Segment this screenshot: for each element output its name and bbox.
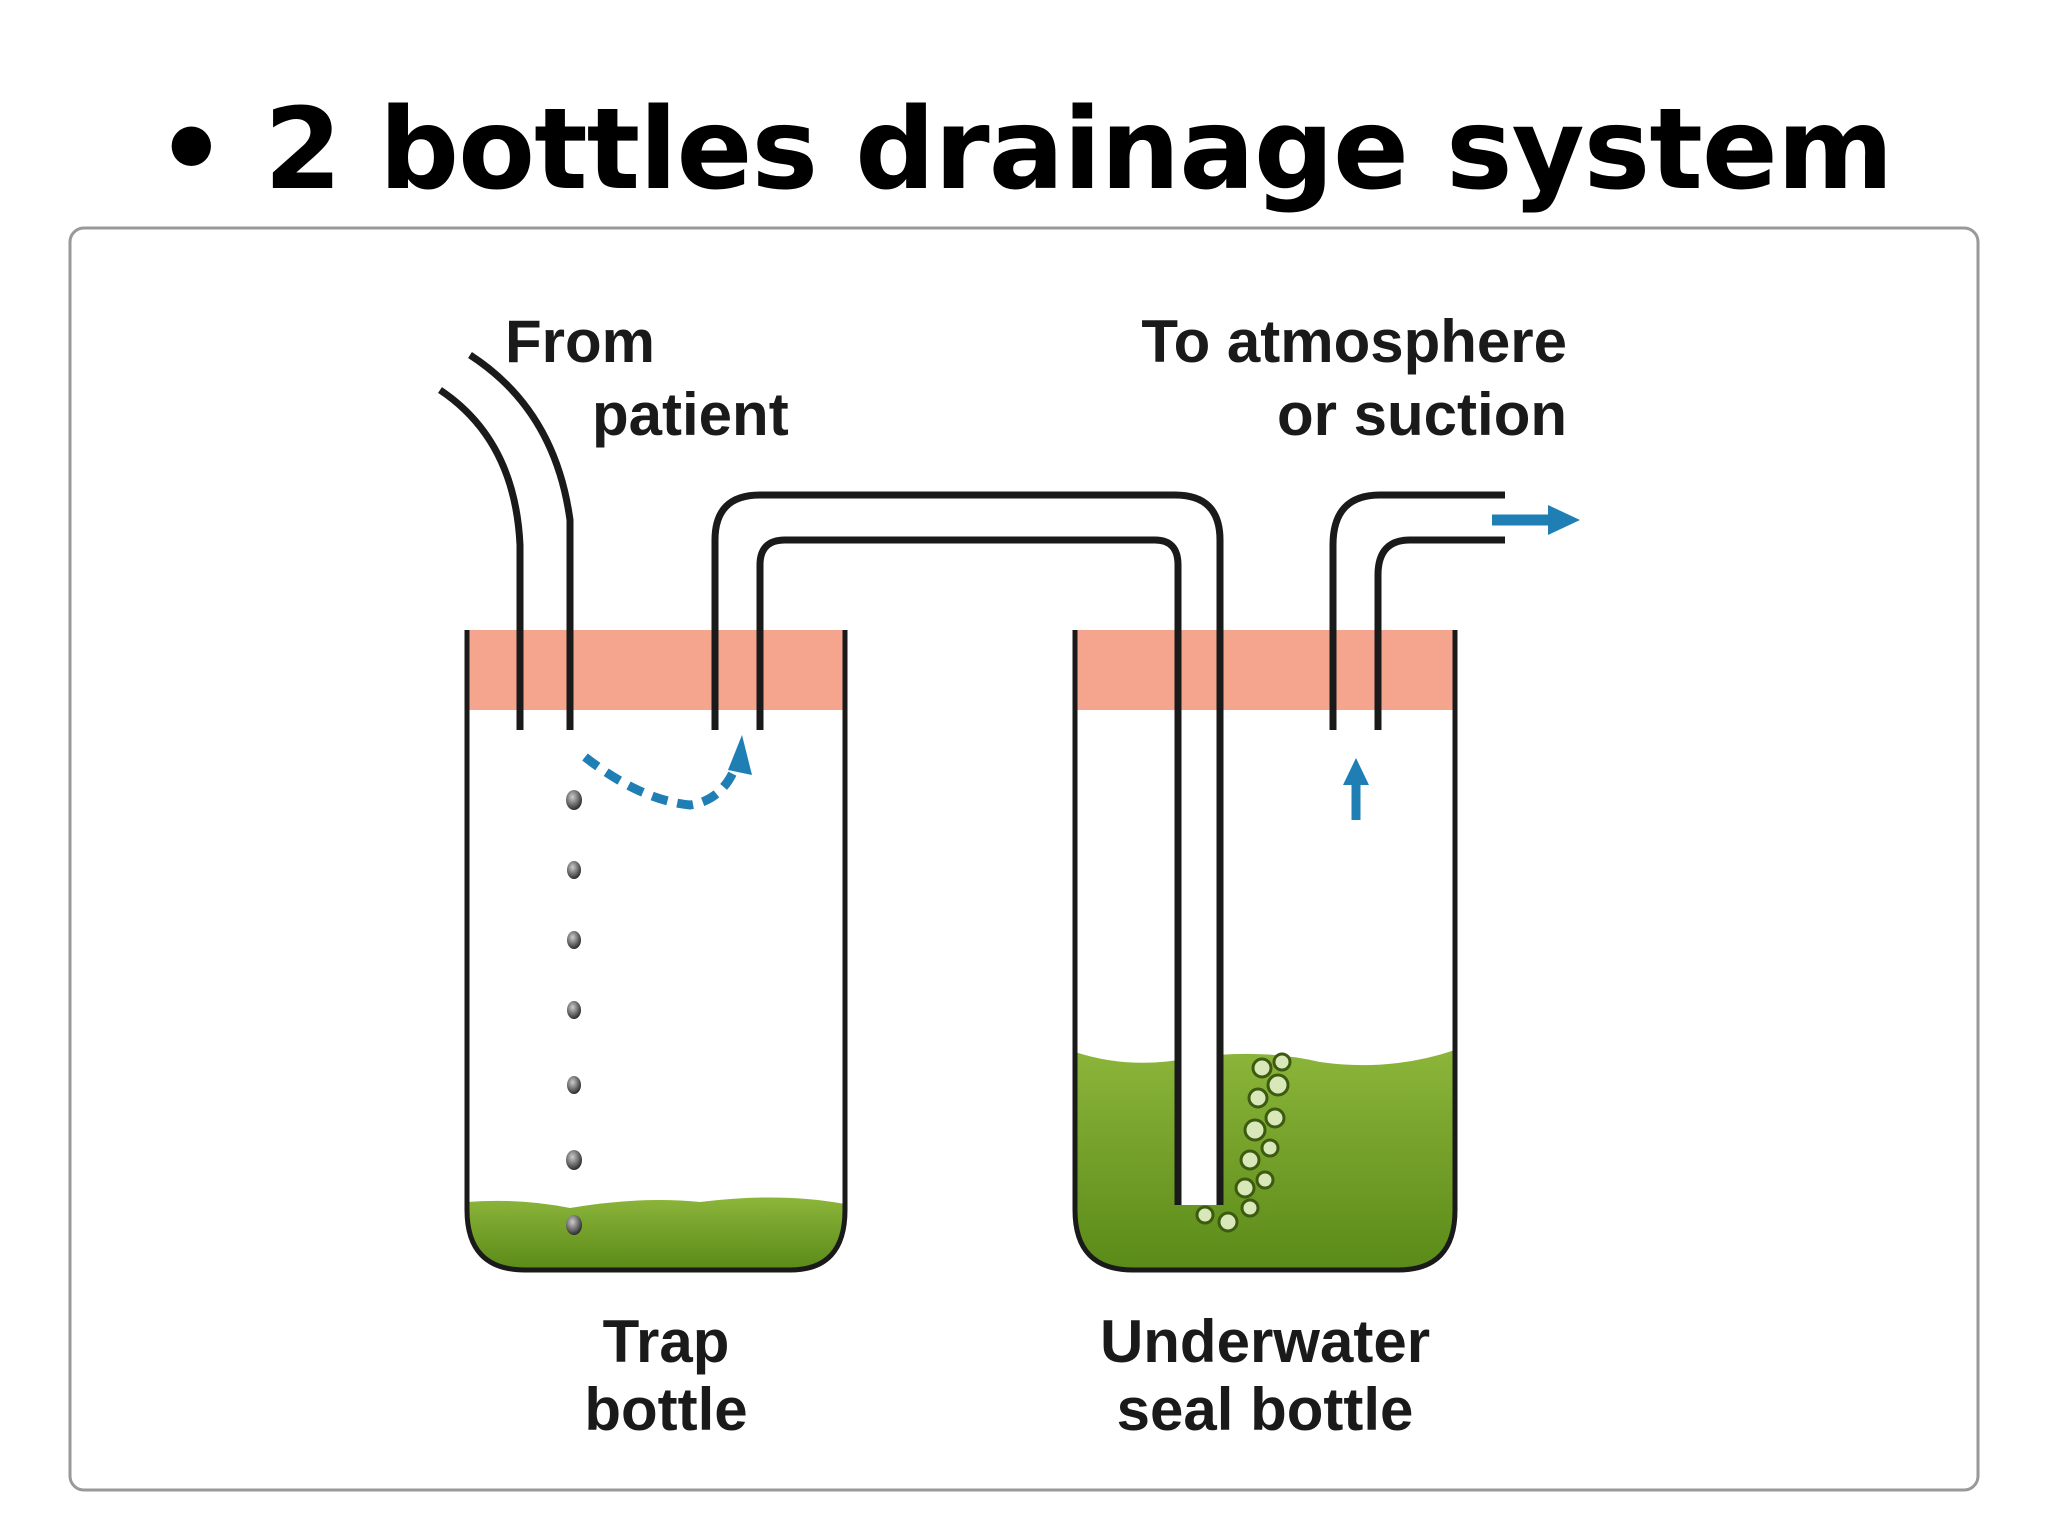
air-flow-arrow-trap [582,735,752,810]
label-to-atmosphere-1: To atmosphere [1141,308,1567,375]
trap-walls [464,630,848,1273]
patient-tube [438,352,574,730]
label-trap-2: bottle [584,1376,747,1443]
air-flow-arrow-seal [1343,758,1369,820]
label-seal-1: Underwater [1100,1308,1430,1375]
label-trap-1: Trap [603,1308,730,1375]
label-to-atmosphere-2: or suction [1277,381,1567,448]
frame-border [68,226,1980,1492]
connecting-tube [711,491,1224,1205]
label-seal-2: seal bottle [1117,1376,1414,1443]
slide-title: • 2 bottles drainage system [155,85,1893,215]
trap-stopper [467,630,845,710]
fluid-drops [566,790,582,1235]
label-from-patient-1: From [505,308,655,375]
outlet-tube [1329,491,1505,730]
label-from-patient-2: patient [592,381,789,448]
seal-walls [1072,630,1458,1273]
seal-stopper [1075,630,1455,710]
air-bubbles [1195,1052,1292,1233]
air-flow-arrow-out [1492,505,1580,535]
seal-fluid [1075,1050,1455,1270]
trap-fluid [467,1197,845,1270]
trap-bottle [464,630,848,1273]
diagram-frame [70,228,1978,1490]
seal-bottle [1072,630,1458,1273]
